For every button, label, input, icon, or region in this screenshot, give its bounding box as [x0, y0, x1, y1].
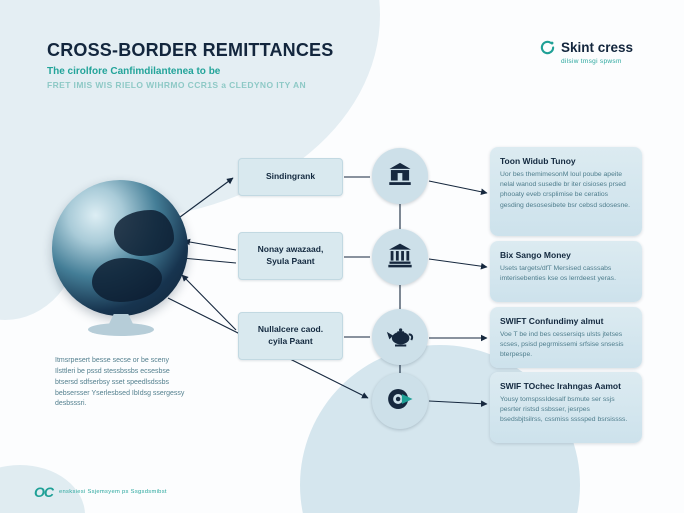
info-card-swif-tochec: SWIF TOchec Irahngas Aamot Yousy tomspss…	[490, 372, 642, 443]
flow-box-label: Sindingrank	[265, 171, 316, 182]
info-card-body: Voe T be ind bes cessersiqs ulsts jtetse…	[500, 331, 624, 359]
info-card-title: SWIFT Confundimy almut	[500, 316, 604, 326]
footer-text: ensksiesi Ssjemsyem ps Ssgsdsmibst	[59, 489, 167, 495]
oil-lamp-icon	[385, 320, 415, 355]
flow-box-label: Nullalcere caod. cyila Paant	[257, 324, 324, 346]
globe-continent	[92, 258, 162, 302]
step-circle-1	[372, 148, 428, 204]
brand-swirl-icon	[540, 40, 555, 60]
info-card-title: SWIF TOchec Irahngas Aamot	[500, 381, 621, 391]
step-circle-4	[372, 373, 428, 429]
flow-box-nullalcere: Nullalcere caod. cyila Paant	[238, 312, 343, 360]
footer-brand: OC ensksiesi Ssjemsyem ps Ssgsdsmibst	[34, 484, 167, 500]
location-send-icon	[385, 384, 415, 419]
info-card-bix-sango: Bix Sango Money Usets targets/dfT Mersis…	[490, 241, 642, 302]
info-card-title: Toon Widub Tunoy	[500, 156, 576, 166]
globe-illustration	[52, 180, 192, 340]
info-card-body: Usets targets/dfT Mersised casssabs imte…	[500, 265, 616, 283]
subtitle-line2: FRET IMIS WIS RIELO WIHRMO CCR1S a CLEDY…	[47, 80, 307, 90]
flow-box-label: Nonay awazaad, Syula Paant	[257, 244, 324, 266]
globe-continent	[114, 210, 174, 256]
subtitle-line1: The cirolfore Canfimdilantenea to be	[47, 66, 221, 77]
info-card-swift-confundimy: SWIFT Confundimy almut Voe T be ind bes …	[490, 307, 642, 368]
step-circle-2	[372, 229, 428, 285]
flow-box-sending: Sindingrank	[238, 158, 343, 196]
brand-name: Skint cress	[561, 40, 634, 55]
bank-building-icon	[386, 160, 414, 193]
footnote-text: Itmsrpesert besse secse or be sceny Ilst…	[55, 357, 185, 408]
info-card-body: Yousy tomspssIdesalf bsmute ser ssjs pes…	[500, 396, 628, 424]
brand-tagline: dilsiw tmsgi spwsm	[561, 58, 622, 65]
info-card-title: Bix Sango Money	[500, 250, 571, 260]
globe-stand-base	[88, 323, 154, 336]
brand-logo: Skint cress dilsiw tmsgi spwsm	[540, 40, 633, 65]
info-card-body: Uor bes themimesonM loul poube apeite ne…	[500, 171, 630, 209]
bank-columns-icon	[386, 241, 414, 274]
info-card-toon-widub: Toon Widub Tunoy Uor bes themimesonM lou…	[490, 147, 642, 236]
footer-logo-mark: OC	[34, 484, 54, 500]
flow-box-money-forward: Nonay awazaad, Syula Paant	[238, 232, 343, 280]
header: CROSS-BORDER REMITTANCES The cirolfore C…	[47, 40, 377, 90]
step-circle-3	[372, 309, 428, 365]
page-title: CROSS-BORDER REMITTANCES	[47, 40, 334, 60]
globe-sphere	[52, 180, 188, 316]
